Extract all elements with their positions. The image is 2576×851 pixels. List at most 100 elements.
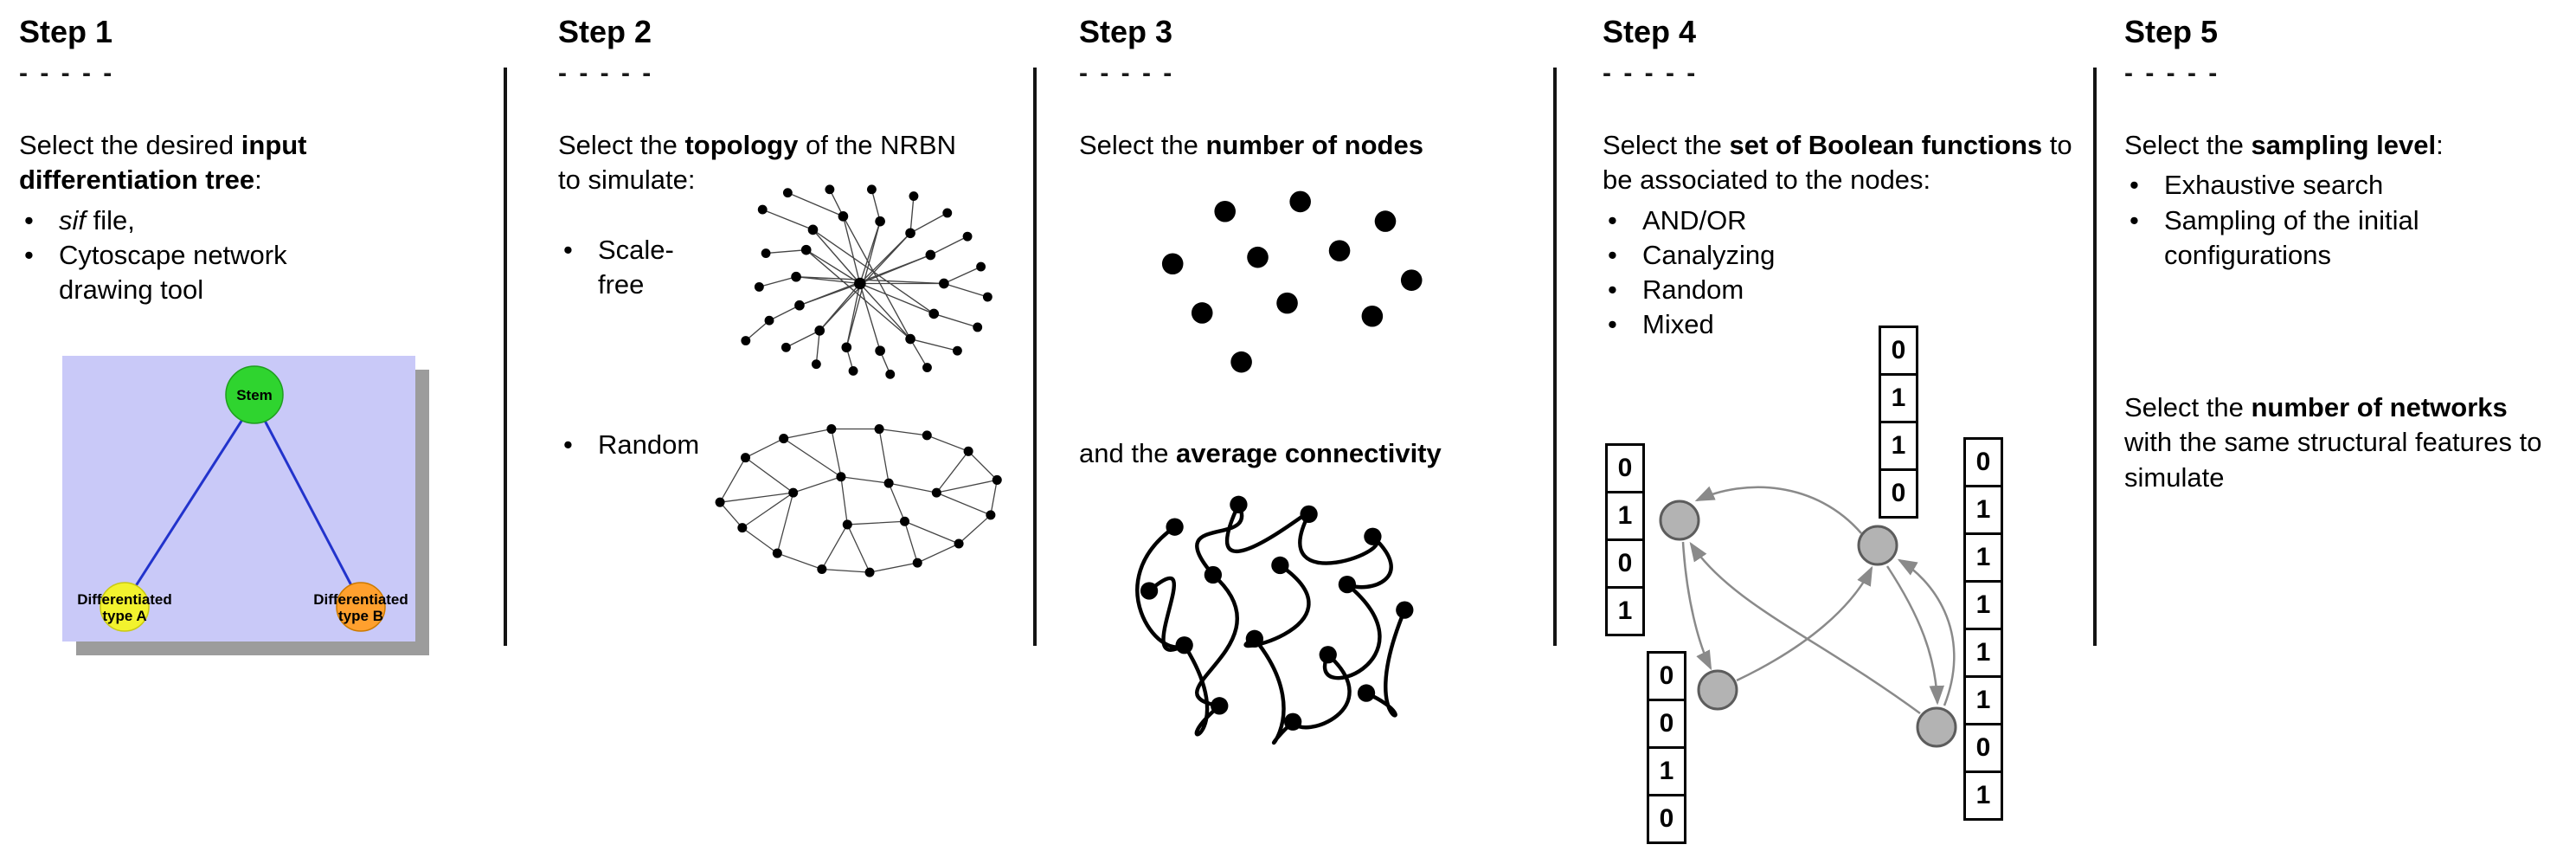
boolean-table-bottom: 0 0 1 0: [1647, 651, 1686, 844]
step-1-intro: Select the desired input differentiation…: [19, 130, 307, 196]
column-divider: [1033, 68, 1037, 646]
bullet-icon: •: [1608, 239, 1617, 270]
list-item: • Exhaustive search: [2124, 168, 2569, 203]
boolean-table-right: 0 1 1 1 1 1 0 1: [1963, 437, 2003, 821]
list-item-label: sif file,: [59, 204, 135, 235]
step-4-intro: Select the set of Boolean functions to b…: [1603, 130, 2072, 196]
column-divider: [1553, 68, 1557, 646]
nodes-dots-illustration: [1161, 190, 1423, 373]
gene-node: [1659, 500, 1700, 541]
random-row: • Random: [558, 423, 1019, 591]
step-2-intro: Select the topology of the NRBN to simul…: [558, 130, 956, 196]
bullet-icon: •: [563, 234, 573, 265]
dashed-separator: - - - - -: [19, 59, 115, 87]
list-item-label: Sampling of the initial configurations: [2164, 204, 2419, 270]
bullet-icon: •: [563, 429, 573, 460]
step-5-column: Step 5 - - - - - Select the sampling lev…: [2097, 0, 2576, 851]
step-4-column: Step 4 - - - - - Select the set of Boole…: [1557, 0, 2093, 851]
bullet-icon: •: [2130, 170, 2139, 201]
table-cell: 1: [1963, 580, 2003, 630]
step-3-line1: Select the number of nodes: [1079, 130, 1423, 160]
list-item: • Scale-free: [558, 233, 712, 303]
list-item-label: Random: [598, 429, 700, 460]
bullet-icon: •: [1608, 309, 1617, 340]
boolean-table-left: 0 1 0 1: [1605, 443, 1645, 636]
type-b-label-line2: type B: [338, 608, 383, 624]
bullet-icon: •: [24, 204, 34, 235]
step-2-column: Step 2 - - - - - Select the topology of …: [507, 0, 1033, 851]
list-item-label: Mixed: [1642, 309, 1714, 340]
dashed-separator: - - - - -: [1603, 59, 1699, 87]
gene-node: [1857, 525, 1898, 566]
list-item: • Canalyzing: [1603, 238, 2079, 273]
list-item: • Sampling of the initial configurations: [2124, 203, 2569, 274]
dashed-separator: - - - - -: [2124, 59, 2220, 87]
table-cell: 1: [1605, 586, 1645, 636]
list-item: • Cytoscape network drawing tool: [19, 238, 490, 308]
list-item: • sif file,: [19, 203, 490, 238]
step-3-line2: and the average connectivity: [1079, 438, 1442, 469]
column-divider: [504, 68, 507, 646]
table-cell: 0: [1605, 443, 1645, 493]
gene-node: [1916, 706, 1957, 748]
step-2-title: Step 2: [558, 14, 652, 49]
list-item: • Random: [1603, 273, 2079, 307]
table-cell: 0: [1647, 699, 1686, 749]
stem-node-label: Stem: [236, 387, 273, 403]
dashed-separator: - - - - -: [1079, 59, 1175, 87]
table-cell: 1: [1963, 485, 2003, 535]
gene-node: [1697, 669, 1738, 711]
list-item-label: Cytoscape network drawing tool: [59, 239, 287, 306]
step-5-networks-paragraph: Select the number of networks with the s…: [2124, 392, 2542, 493]
list-item-label: Canalyzing: [1642, 239, 1776, 270]
step-3-column: Step 3 - - - - - Select the number of no…: [1037, 0, 1553, 851]
table-cell: 1: [1963, 532, 2003, 583]
type-a-label-line1: Differentiated: [77, 591, 172, 608]
step-5-title: Step 5: [2124, 14, 2219, 49]
list-item-label: AND/OR: [1642, 204, 1747, 235]
connectivity-tangle-illustration: [1135, 495, 1414, 745]
table-cell: 1: [1879, 421, 1918, 471]
table-cell: 1: [1963, 770, 2003, 821]
scale-free-row: • Scale-free: [558, 184, 1019, 388]
list-item: • Random: [558, 428, 701, 462]
step-4-bullet-list: • AND/OR • Canalyzing • Random • Mixed: [1603, 203, 2079, 343]
table-cell: 0: [1605, 538, 1645, 589]
step-1-column: Step 1 - - - - - Select the desired inpu…: [0, 0, 504, 851]
step-5-intro: Select the sampling level:: [2124, 130, 2444, 160]
boolean-table-top: 0 1 1 0: [1879, 326, 1918, 519]
table-cell: 1: [1647, 746, 1686, 796]
bullet-icon: •: [1608, 204, 1617, 235]
table-cell: 0: [1647, 651, 1686, 701]
bullet-icon: •: [2130, 204, 2139, 235]
differentiated-type-a-node: [100, 582, 150, 633]
step-5-bullet-list: • Exhaustive search • Sampling of the in…: [2124, 168, 2569, 273]
table-cell: 0: [1963, 723, 2003, 773]
bullet-icon: •: [24, 239, 34, 270]
table-cell: 1: [1879, 373, 1918, 423]
list-item-label: Exhaustive search: [2164, 170, 2384, 201]
type-a-label-line2: type A: [102, 608, 146, 624]
bullet-icon: •: [1608, 274, 1617, 306]
list-item: • Mixed: [1603, 307, 2079, 342]
differentiation-tree-figure: Stem Differentiated type A Differentiate…: [62, 356, 429, 656]
table-cell: 0: [1879, 468, 1918, 519]
table-cell: 0: [1647, 794, 1686, 844]
type-b-label-line1: Differentiated: [313, 591, 408, 608]
scale-free-network-illustration: [741, 184, 992, 379]
differentiated-type-b-node: [336, 582, 386, 633]
table-cell: 0: [1963, 437, 2003, 487]
step-1-bullet-list: • sif file, • Cytoscape network drawing …: [19, 203, 490, 308]
column-divider: [2093, 68, 2097, 646]
table-cell: 1: [1605, 491, 1645, 541]
random-network-illustration: [715, 423, 1002, 577]
stem-node: [225, 365, 284, 425]
table-cell: 1: [1963, 675, 2003, 725]
step-4-title: Step 4: [1603, 14, 1697, 49]
table-cell: 0: [1879, 326, 1918, 376]
step-1-title: Step 1: [19, 14, 113, 49]
list-item: • AND/OR: [1603, 203, 2079, 238]
step-3-title: Step 3: [1079, 14, 1173, 49]
dashed-separator: - - - - -: [558, 59, 654, 87]
tree-edges: [123, 400, 363, 605]
